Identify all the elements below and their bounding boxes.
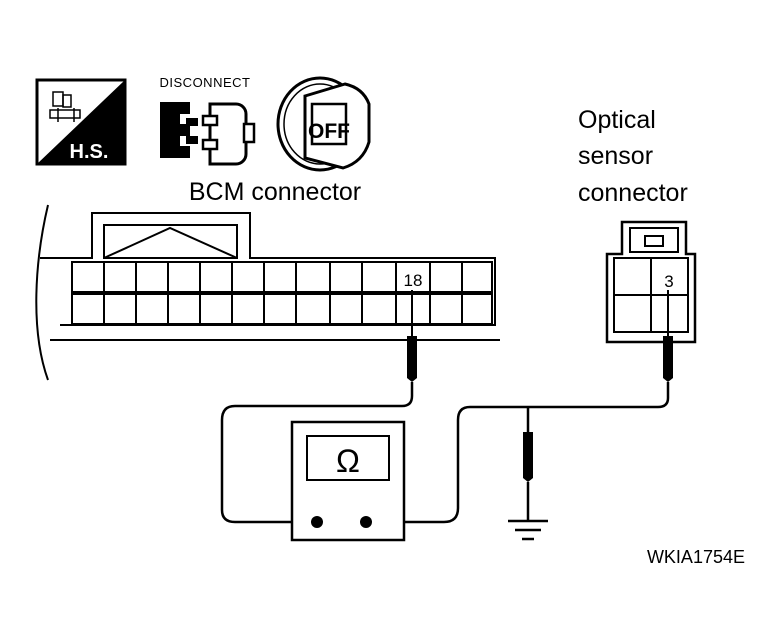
optical-title-line-1: Optical: [578, 106, 656, 134]
bcm-pin-label: 18: [404, 271, 423, 290]
test-leads: [220, 382, 670, 524]
optical-probe: [663, 290, 673, 382]
optical-title-line-3: connector: [578, 179, 688, 207]
bcm-probe: [407, 290, 417, 382]
optical-pin-label: 3: [664, 272, 673, 291]
optical-sensor-connector: 3: [605, 220, 697, 344]
disconnect-label: DISCONNECT: [160, 75, 251, 90]
meter-terminal-left: [311, 516, 323, 528]
bcm-connector-title: BCM connector: [189, 178, 361, 206]
ground-symbol: [508, 519, 548, 541]
lead-bcm-to-meter: [220, 382, 414, 524]
ignition-off-icon: OFF: [276, 76, 371, 172]
hs-icon: H.S.: [35, 78, 127, 166]
disconnect-icon: DISCONNECT: [160, 75, 256, 166]
hs-label: H.S.: [70, 141, 109, 163]
optical-sensor-title: Optical sensor connector: [578, 106, 688, 207]
off-label: OFF: [308, 120, 350, 143]
lead-optical-to-meter: [365, 382, 670, 524]
ohmmeter: Ω: [290, 420, 406, 542]
figure-code: WKIA1754E: [647, 547, 745, 567]
bcm-connector: 18: [35, 204, 500, 381]
ground-probe: [523, 407, 533, 520]
optical-title-line-2: sensor: [578, 142, 653, 170]
meter-terminal-right: [360, 516, 372, 528]
ohm-symbol: Ω: [336, 443, 360, 479]
